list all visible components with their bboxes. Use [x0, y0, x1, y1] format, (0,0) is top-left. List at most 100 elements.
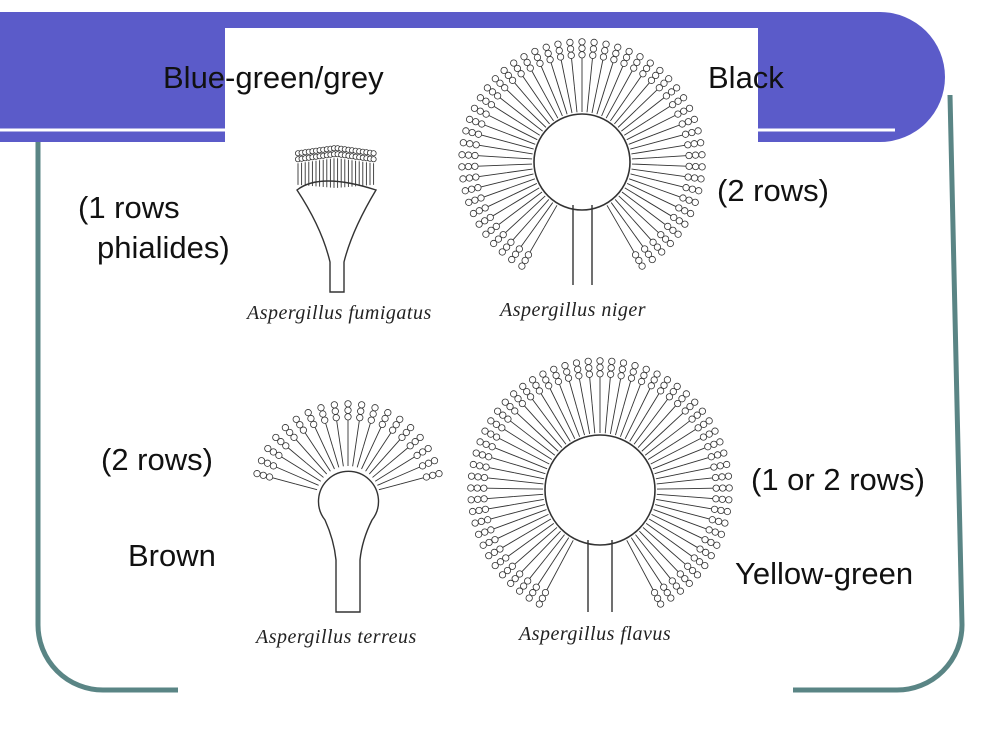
- niger-sterigma: [481, 134, 509, 143]
- niger-sterigma: [505, 213, 527, 233]
- flavus-conidium: [695, 558, 704, 566]
- niger-sterigma: [617, 109, 638, 128]
- niger-sterigma: [606, 205, 621, 229]
- flavus-conidium: [574, 365, 582, 373]
- flavus-sterigma: [665, 546, 686, 565]
- flavus-sterigma: [519, 457, 548, 470]
- niger-conidium: [476, 94, 485, 102]
- niger-conidium: [471, 196, 479, 204]
- flavus-conidium: [702, 548, 710, 556]
- niger-sterigma: [656, 144, 685, 151]
- niger-conidium: [684, 173, 692, 181]
- flavus-conidium: [516, 570, 524, 578]
- niger-sterigma: [628, 134, 654, 145]
- flavus-sterigma: [487, 496, 514, 500]
- flavus-sterigma: [686, 496, 713, 500]
- terreus-sterigma: [374, 469, 395, 482]
- niger-conidium: [474, 130, 483, 138]
- flavus-conidium: [482, 463, 490, 471]
- terreus-sterigma: [281, 456, 303, 471]
- niger-conidium: [685, 104, 694, 112]
- flavus-sterigma: [516, 464, 546, 475]
- niger-conidium: [566, 45, 575, 53]
- flavus-conidium: [678, 395, 686, 403]
- niger-conidium: [664, 222, 672, 230]
- flavus-conidium: [528, 376, 537, 384]
- niger-sterigma: [614, 199, 633, 220]
- niger-conidium: [501, 84, 509, 92]
- niger-conidium: [674, 230, 682, 238]
- flavus-conidium: [475, 530, 483, 538]
- flavus-sterigma: [615, 406, 625, 436]
- flavus-sterigma: [677, 438, 701, 451]
- niger-conidium: [670, 213, 678, 222]
- flavus-conidium: [693, 411, 701, 419]
- niger-conidium: [691, 151, 700, 159]
- flavus-sterigma: [656, 480, 687, 485]
- flavus-conidium: [660, 381, 668, 389]
- terreus-conidium: [319, 410, 327, 418]
- niger-conidium: [472, 118, 480, 126]
- niger-sterigma: [484, 124, 512, 136]
- flavus-conidium: [673, 382, 681, 390]
- flavus-conidium: [705, 430, 713, 438]
- terreus-conidium: [344, 413, 352, 421]
- niger-conidium: [660, 79, 668, 87]
- flavus-sterigma: [641, 430, 665, 452]
- flavus-conidium: [480, 473, 489, 482]
- niger-conidium: [589, 51, 597, 59]
- flavus-conidium: [712, 495, 720, 503]
- flavus-conidium: [585, 364, 593, 372]
- flavus-sterigma: [489, 467, 515, 474]
- terreus-sterigma: [336, 420, 341, 445]
- flavus-conidium: [619, 359, 628, 367]
- niger-conidium: [673, 84, 681, 92]
- flavus-conidium: [596, 370, 604, 378]
- flavus-sterigma: [633, 419, 653, 445]
- niger-conidium: [681, 207, 689, 215]
- flavus-conidium: [491, 561, 499, 570]
- flavus-conidium: [701, 536, 709, 544]
- flavus-conidium: [552, 371, 560, 380]
- flavus-sterigma: [561, 411, 576, 440]
- flavus-sterigma: [648, 518, 676, 535]
- flavus-conidium: [708, 516, 716, 524]
- niger-conidium: [657, 231, 665, 239]
- flavus-conidium: [704, 443, 712, 451]
- niger-conidium: [669, 226, 677, 234]
- terreus-sterigma: [339, 444, 344, 467]
- niger-sterigma: [630, 141, 656, 150]
- flavus-sterigma: [678, 526, 703, 539]
- flavus-vesicle: [544, 434, 656, 546]
- flavus-conidium: [498, 571, 507, 579]
- flavus-conidium: [494, 407, 502, 415]
- terreus-conidium: [304, 409, 312, 417]
- flavus-sterigma: [674, 533, 698, 548]
- flavus-sterigma: [659, 552, 679, 572]
- flavus-conidium: [705, 526, 713, 534]
- flavus-conidium: [535, 600, 543, 608]
- flavus-sterigma: [529, 557, 547, 579]
- niger-conidium: [685, 151, 693, 160]
- terreus-conidiophore-drawing: [253, 400, 443, 613]
- terreus-conidium: [286, 428, 294, 437]
- flavus-conidium: [724, 472, 733, 480]
- flavus-conidium: [550, 365, 558, 373]
- niger-conidium: [462, 127, 470, 135]
- flavus-sterigma: [508, 540, 530, 557]
- niger-conidium: [638, 262, 646, 270]
- niger-sterigma: [646, 200, 672, 217]
- terreus-sterigma: [356, 446, 364, 468]
- fumigatus-caption: Aspergillus fumigatus: [247, 302, 432, 324]
- flavus-sterigma: [624, 411, 639, 440]
- flavus-sterigma: [654, 504, 685, 513]
- terreus-conidium: [263, 459, 272, 467]
- niger-sterigma: [614, 103, 632, 125]
- flavus-conidium: [712, 484, 720, 492]
- flavus-conidium: [663, 589, 671, 597]
- flavus-sterigma: [681, 519, 707, 530]
- niger-sterigma: [637, 213, 659, 233]
- niger-sterigma: [543, 205, 558, 229]
- flavus-conidium: [526, 393, 535, 401]
- terreus-conidium: [398, 433, 406, 441]
